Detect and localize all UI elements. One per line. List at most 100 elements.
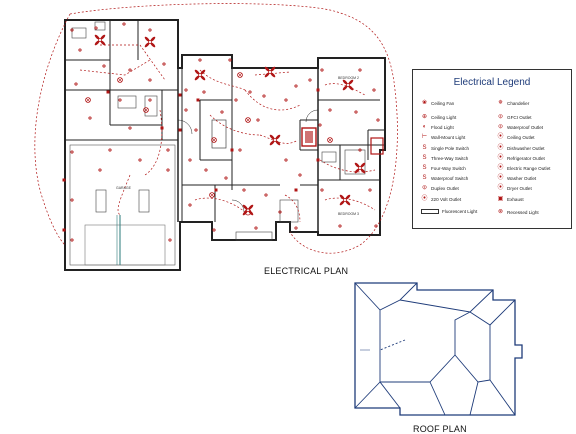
room-label-bedroom-2: BEDROOM 2 [338, 76, 360, 80]
ceiling-fan-icon [144, 36, 150, 42]
legend-item: ⦿Electric Range Outlet [497, 165, 550, 172]
ceiling-light-icon [211, 137, 217, 143]
ceiling-fan-icon [339, 194, 345, 200]
legend-item-label: Ceiling Outlet [507, 135, 535, 141]
ceiling-fan-icon [94, 34, 100, 40]
ceiling-fan-icon [360, 168, 366, 174]
legend-item-label: Flood Light [431, 125, 454, 131]
wall-mount-light-icon: ⊢ [421, 134, 428, 141]
legend-title: Electrical Legend [453, 77, 531, 88]
legend-item-label: Electric Range Outlet [507, 166, 551, 171]
220-volt-outlet-icon: ⦿ [421, 195, 428, 202]
legend-item: S Waterproof Switch [421, 175, 468, 182]
ceiling-fan-icon [100, 34, 106, 40]
legend-item-label: Recessed Light [507, 209, 539, 215]
ceiling-fan-icon [150, 42, 156, 48]
ceiling-fan-icon [270, 66, 276, 72]
legend-item: ❀Ceiling Fan [421, 100, 454, 107]
refrigerator-outlet-icon: ⦿ [497, 154, 504, 161]
duplex-outlet-icon: ⦶ [422, 185, 427, 192]
switch-icon [62, 178, 66, 182]
legend-item: ⊕Ceiling Light [421, 114, 456, 121]
ceiling-light-icon [246, 118, 250, 122]
ceiling-outlet-icon: ⦿ [497, 134, 504, 141]
legend-item-label: Waterproof Outlet [507, 125, 544, 131]
ceiling-fan-icon [264, 66, 270, 72]
ceiling-fan-icon: ❀ [421, 100, 428, 106]
legend-item-label: GFCI Outlet [507, 115, 532, 120]
room-label-bedroom-3: BEDROOM 3 [338, 212, 360, 216]
dryer-outlet-icon: ⦿ [497, 185, 504, 192]
ceiling-light-icon [85, 97, 91, 103]
legend-item-label: Dishwasher Outlet [507, 145, 545, 151]
legend-item: ⊢Wall-Mount Light [421, 134, 465, 141]
legend-item: ⊗Recessed Light [497, 209, 539, 216]
washer-outlet-icon: ⦿ [497, 175, 504, 182]
ceiling-light-icon [209, 192, 215, 198]
legend-item: ▣Exhaust [497, 196, 524, 203]
ceiling-light-icon [327, 137, 333, 143]
legend-item-label: Refrigerator Outlet [507, 155, 545, 161]
legend-item-label: Waterproof Switch [431, 176, 469, 182]
ceiling-fan-icon [342, 79, 348, 85]
ceiling-fan-icon [194, 69, 200, 75]
legend-item-label: Chandelier [507, 101, 530, 106]
waterproof-switch-icon: S [422, 175, 427, 182]
ceiling-fan-icon [346, 83, 350, 87]
room-label-garage: GARAGE [116, 186, 131, 190]
chandelier-icon: ✵ [497, 100, 504, 106]
legend-item-label: 220 Volt Outlet [431, 196, 462, 202]
ceiling-fan-icon [242, 204, 248, 210]
switch-icon [196, 98, 200, 102]
switch-icon [62, 228, 66, 232]
electrical-fixtures [62, 22, 380, 242]
ceiling-fan-icon [358, 166, 362, 170]
ceiling-fan-icon [144, 42, 150, 48]
ceiling-fan-icon [148, 40, 152, 44]
legend-item: Fluorescent Light [421, 208, 478, 214]
exhaust-icon: ▣ [497, 195, 504, 202]
legend-item: ✵Chandelier [497, 100, 529, 107]
ceiling-fan-icon [345, 194, 351, 200]
legend-item: ⦶GFCI Outlet [497, 114, 532, 121]
single-pole-switch-icon: S [422, 144, 427, 151]
dishwasher-outlet-icon: ⦿ [497, 144, 504, 151]
ceiling-fan-icon [200, 75, 206, 81]
electrical-plan-title: ELECTRICAL PLAN [264, 266, 349, 276]
recessed-light-icon: ⊗ [497, 208, 504, 215]
ceiling-light-icon [210, 193, 214, 197]
three-way-switch-icon: S [422, 154, 427, 161]
ceiling-fan-icon [342, 85, 348, 91]
switch-icon [214, 188, 218, 192]
ceiling-light-icon [328, 138, 332, 142]
roof-plan-drawing [354, 282, 523, 416]
ceiling-light-icon [117, 77, 123, 83]
ceiling-light-icon [237, 72, 243, 78]
flood-light-icon: ◐ [422, 124, 427, 131]
legend-item: ⦶Waterproof Outlet [497, 124, 543, 131]
ceiling-fan-icon [150, 36, 156, 42]
ceiling-fan-icon [360, 162, 366, 168]
legend-item: ⦿Ceiling Outlet [497, 134, 535, 141]
legend-item-label: Ceiling Fan [431, 101, 455, 106]
electrical-plan-drawing [64, 19, 386, 271]
switch-icon [106, 90, 110, 94]
switch-icon [230, 148, 234, 152]
legend-item: ⦿220 Volt Outlet [421, 196, 461, 203]
legend-item-label: Fluorescent Light [442, 208, 478, 214]
ceiling-light-icon [245, 117, 251, 123]
ceiling-fan-icon [275, 140, 281, 146]
ceiling-light-icon [118, 78, 122, 82]
ceiling-fan-icon [98, 38, 102, 42]
ceiling-fan-icon [194, 75, 200, 81]
legend-item: ⦿Washer Outlet [497, 175, 536, 182]
legend-item-label: Four-Way Switch [431, 166, 466, 171]
ceiling-fan-icon [100, 40, 106, 46]
ceiling-light-icon: ⊕ [421, 114, 428, 120]
chandelier-icon [244, 208, 252, 216]
switch-icon [178, 93, 182, 97]
fluorescent-light-icon [421, 208, 439, 214]
